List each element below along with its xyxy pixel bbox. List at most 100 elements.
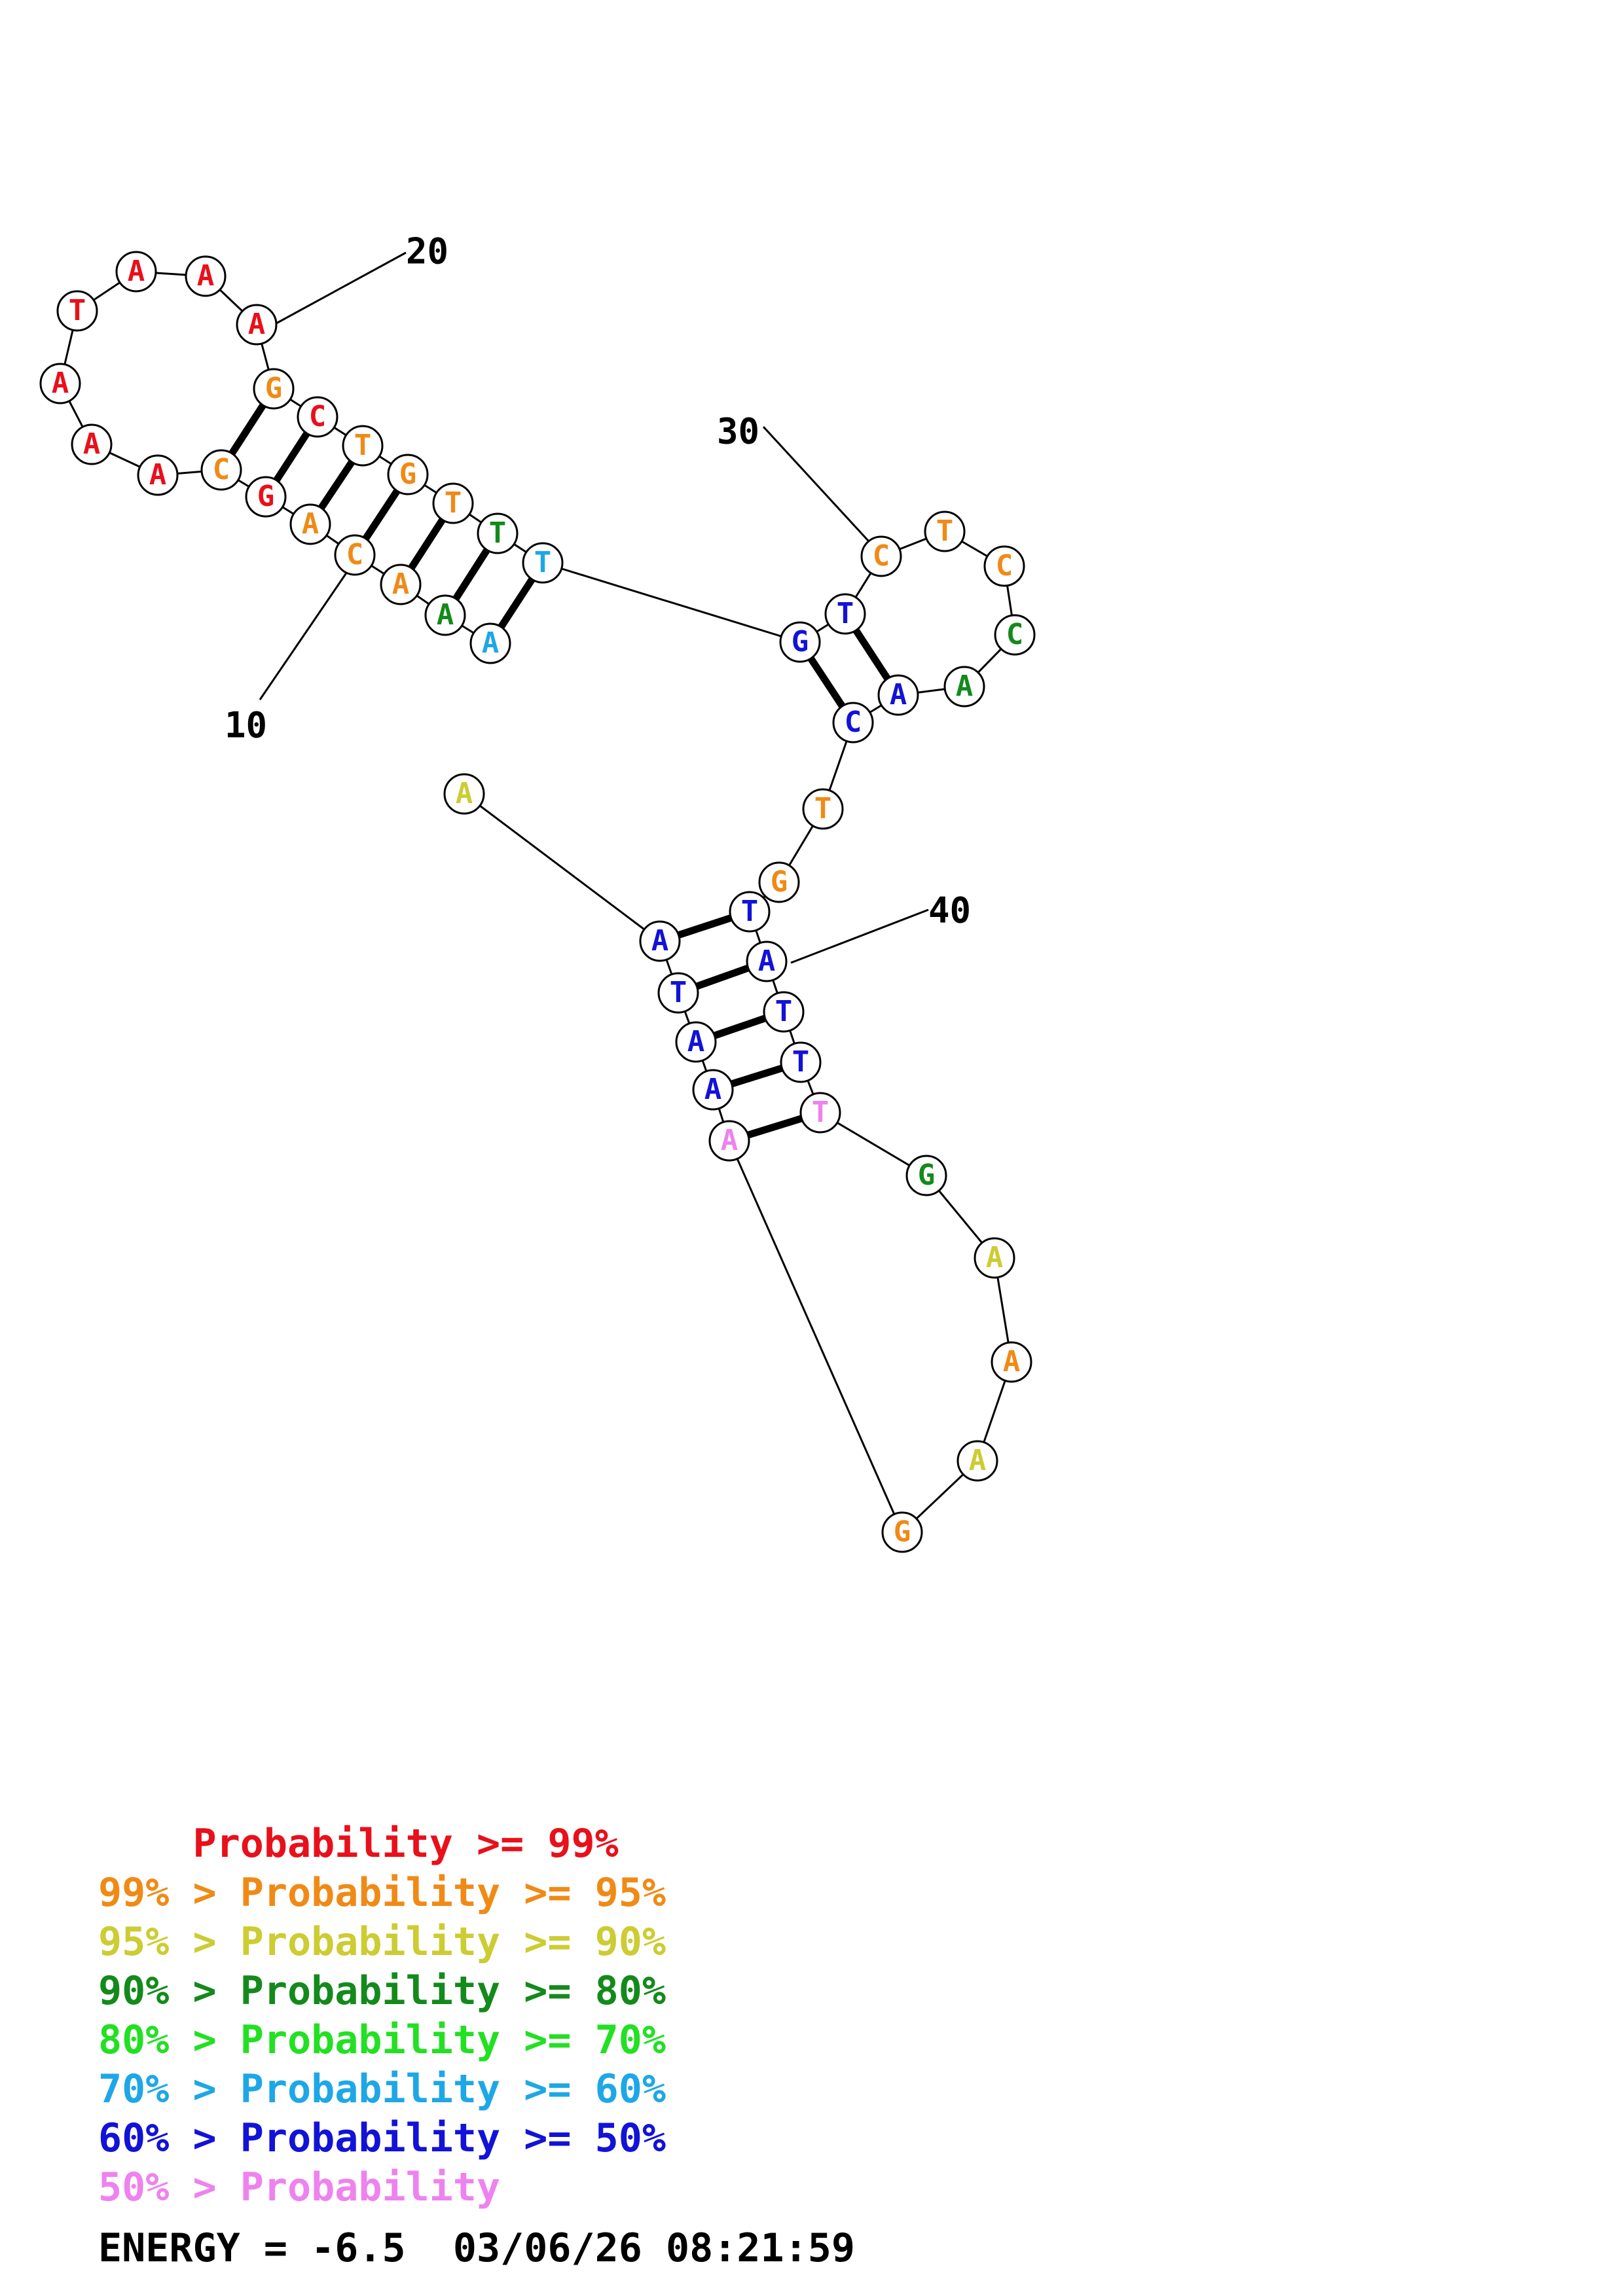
nucleotide: T	[342, 425, 384, 467]
nucleotide-letter: A	[1003, 1345, 1021, 1378]
nucleotide: A	[991, 1341, 1032, 1383]
nucleotide: A	[708, 1120, 750, 1162]
nucleotide-letter: G	[894, 1515, 911, 1549]
nucleotide-letter: A	[52, 367, 69, 400]
nucleotide: G	[253, 368, 295, 410]
nucleotide: T	[432, 482, 474, 524]
nucleotide: A	[236, 304, 278, 346]
nucleotide: A	[71, 423, 113, 465]
nucleotide: C	[860, 535, 902, 577]
backbone-segment	[728, 1140, 903, 1533]
nucleotide-circle	[253, 368, 295, 410]
nucleotide-circle	[469, 622, 511, 664]
nucleotide-letter: C	[845, 706, 862, 739]
nucleotide-letter: G	[257, 480, 275, 513]
nucleotide-circle	[924, 511, 966, 552]
nucleotide-letter: C	[1006, 618, 1024, 651]
position-label-line	[790, 908, 929, 964]
base-pair-bond	[677, 914, 733, 939]
base-pair-bond	[498, 577, 536, 629]
nucleotide-letter: A	[392, 567, 410, 601]
nucleotide-letter: A	[149, 458, 167, 492]
nucleotide: C	[200, 449, 242, 491]
timestamp: 03/06/26 08:21:59	[452, 2225, 855, 2271]
nucleotide: A	[424, 594, 466, 636]
nucleotide-circle	[994, 614, 1036, 656]
nucleotide: T	[799, 1092, 841, 1134]
nucleotide: G	[387, 454, 429, 495]
energy-label: ENERGY = -6.5	[98, 2225, 406, 2271]
nucleotide-circle	[424, 594, 466, 636]
nucleotide-circle	[832, 702, 874, 744]
nucleotide: C	[297, 396, 338, 438]
nucleotide-letter: A	[986, 1241, 1004, 1274]
nucleotide-letter: A	[437, 598, 454, 632]
legend-row: 99% > Probability >= 95%	[98, 1870, 666, 1916]
nucleotide-letter: A	[721, 1124, 739, 1157]
nucleotide-circle	[289, 503, 331, 545]
nucleotide-circle	[729, 891, 771, 933]
nucleotide-letter: A	[197, 259, 215, 293]
base-pair-bond	[747, 1115, 803, 1139]
base-pair-bond	[318, 459, 355, 511]
nucleotide-letter: G	[918, 1158, 936, 1192]
nucleotide: T	[824, 593, 866, 635]
nucleotide-letter: T	[534, 546, 552, 579]
nucleotide: T	[56, 290, 98, 332]
position-label: 40	[928, 890, 971, 931]
backbone-segment	[542, 562, 801, 643]
nucleotide-circle	[758, 861, 800, 903]
nucleotide-letter: T	[489, 516, 507, 550]
base-pair-bond	[362, 489, 401, 541]
nucleotide-letter: C	[873, 539, 890, 573]
base-pair-bond	[452, 548, 490, 601]
nucleotide-circle	[639, 920, 681, 962]
base-pair-bond	[695, 964, 750, 990]
nucleotide-letter: T	[775, 995, 793, 1028]
nucleotide-letter: A	[758, 944, 776, 978]
nucleotide-circle	[522, 542, 564, 584]
nucleotide: A	[957, 1440, 998, 1482]
nucleotide: G	[779, 621, 821, 663]
nucleotide-letter: A	[687, 1025, 705, 1058]
legend-row: 95% > Probability >= 90%	[98, 1919, 666, 1965]
nucleotide: A	[380, 564, 422, 605]
nucleotide-letter: A	[83, 427, 101, 461]
nucleotide-circle	[943, 666, 985, 708]
nucleotide: A	[443, 773, 485, 815]
nucleotide-letter: A	[456, 777, 473, 810]
position-label-line	[259, 571, 348, 700]
nucleotide-circle	[245, 476, 287, 518]
nucleotide-circle	[824, 593, 866, 635]
nucleotide-letter: A	[890, 678, 907, 711]
nucleotide-circle	[983, 545, 1025, 587]
nucleotide: T	[763, 991, 805, 1033]
nucleotide: T	[657, 972, 699, 1014]
nucleotide-letter: G	[399, 457, 417, 491]
base-pair-bond	[408, 518, 446, 570]
nucleotide-circle	[387, 454, 429, 495]
nucleotide-circle	[860, 535, 902, 577]
nucleotide-circle	[881, 1511, 923, 1553]
nucleotide-circle	[877, 674, 919, 716]
base-pair-bonds	[228, 403, 891, 1139]
nucleotide-circle	[746, 941, 788, 982]
nucleotide-letter: G	[771, 865, 788, 899]
nucleotide: C	[983, 545, 1025, 587]
nucleotide: T	[477, 512, 519, 554]
nucleotide: A	[692, 1069, 734, 1111]
nucleotide-circle	[692, 1069, 734, 1111]
nucleotide-circle	[905, 1155, 947, 1196]
nucleotide: A	[974, 1237, 1015, 1279]
nucleotide: A	[877, 674, 919, 716]
nucleotide-circle	[185, 255, 227, 297]
nucleotide-circle	[380, 564, 422, 605]
nucleotide: A	[469, 622, 511, 664]
nucleotide-letter: T	[837, 597, 854, 630]
nucleotide-letter: T	[812, 1096, 830, 1129]
nucleotide-circle	[957, 1440, 998, 1482]
nucleotide-circle	[477, 512, 519, 554]
nucleotide-letter: A	[956, 670, 974, 703]
base-pair-bond	[852, 628, 891, 681]
